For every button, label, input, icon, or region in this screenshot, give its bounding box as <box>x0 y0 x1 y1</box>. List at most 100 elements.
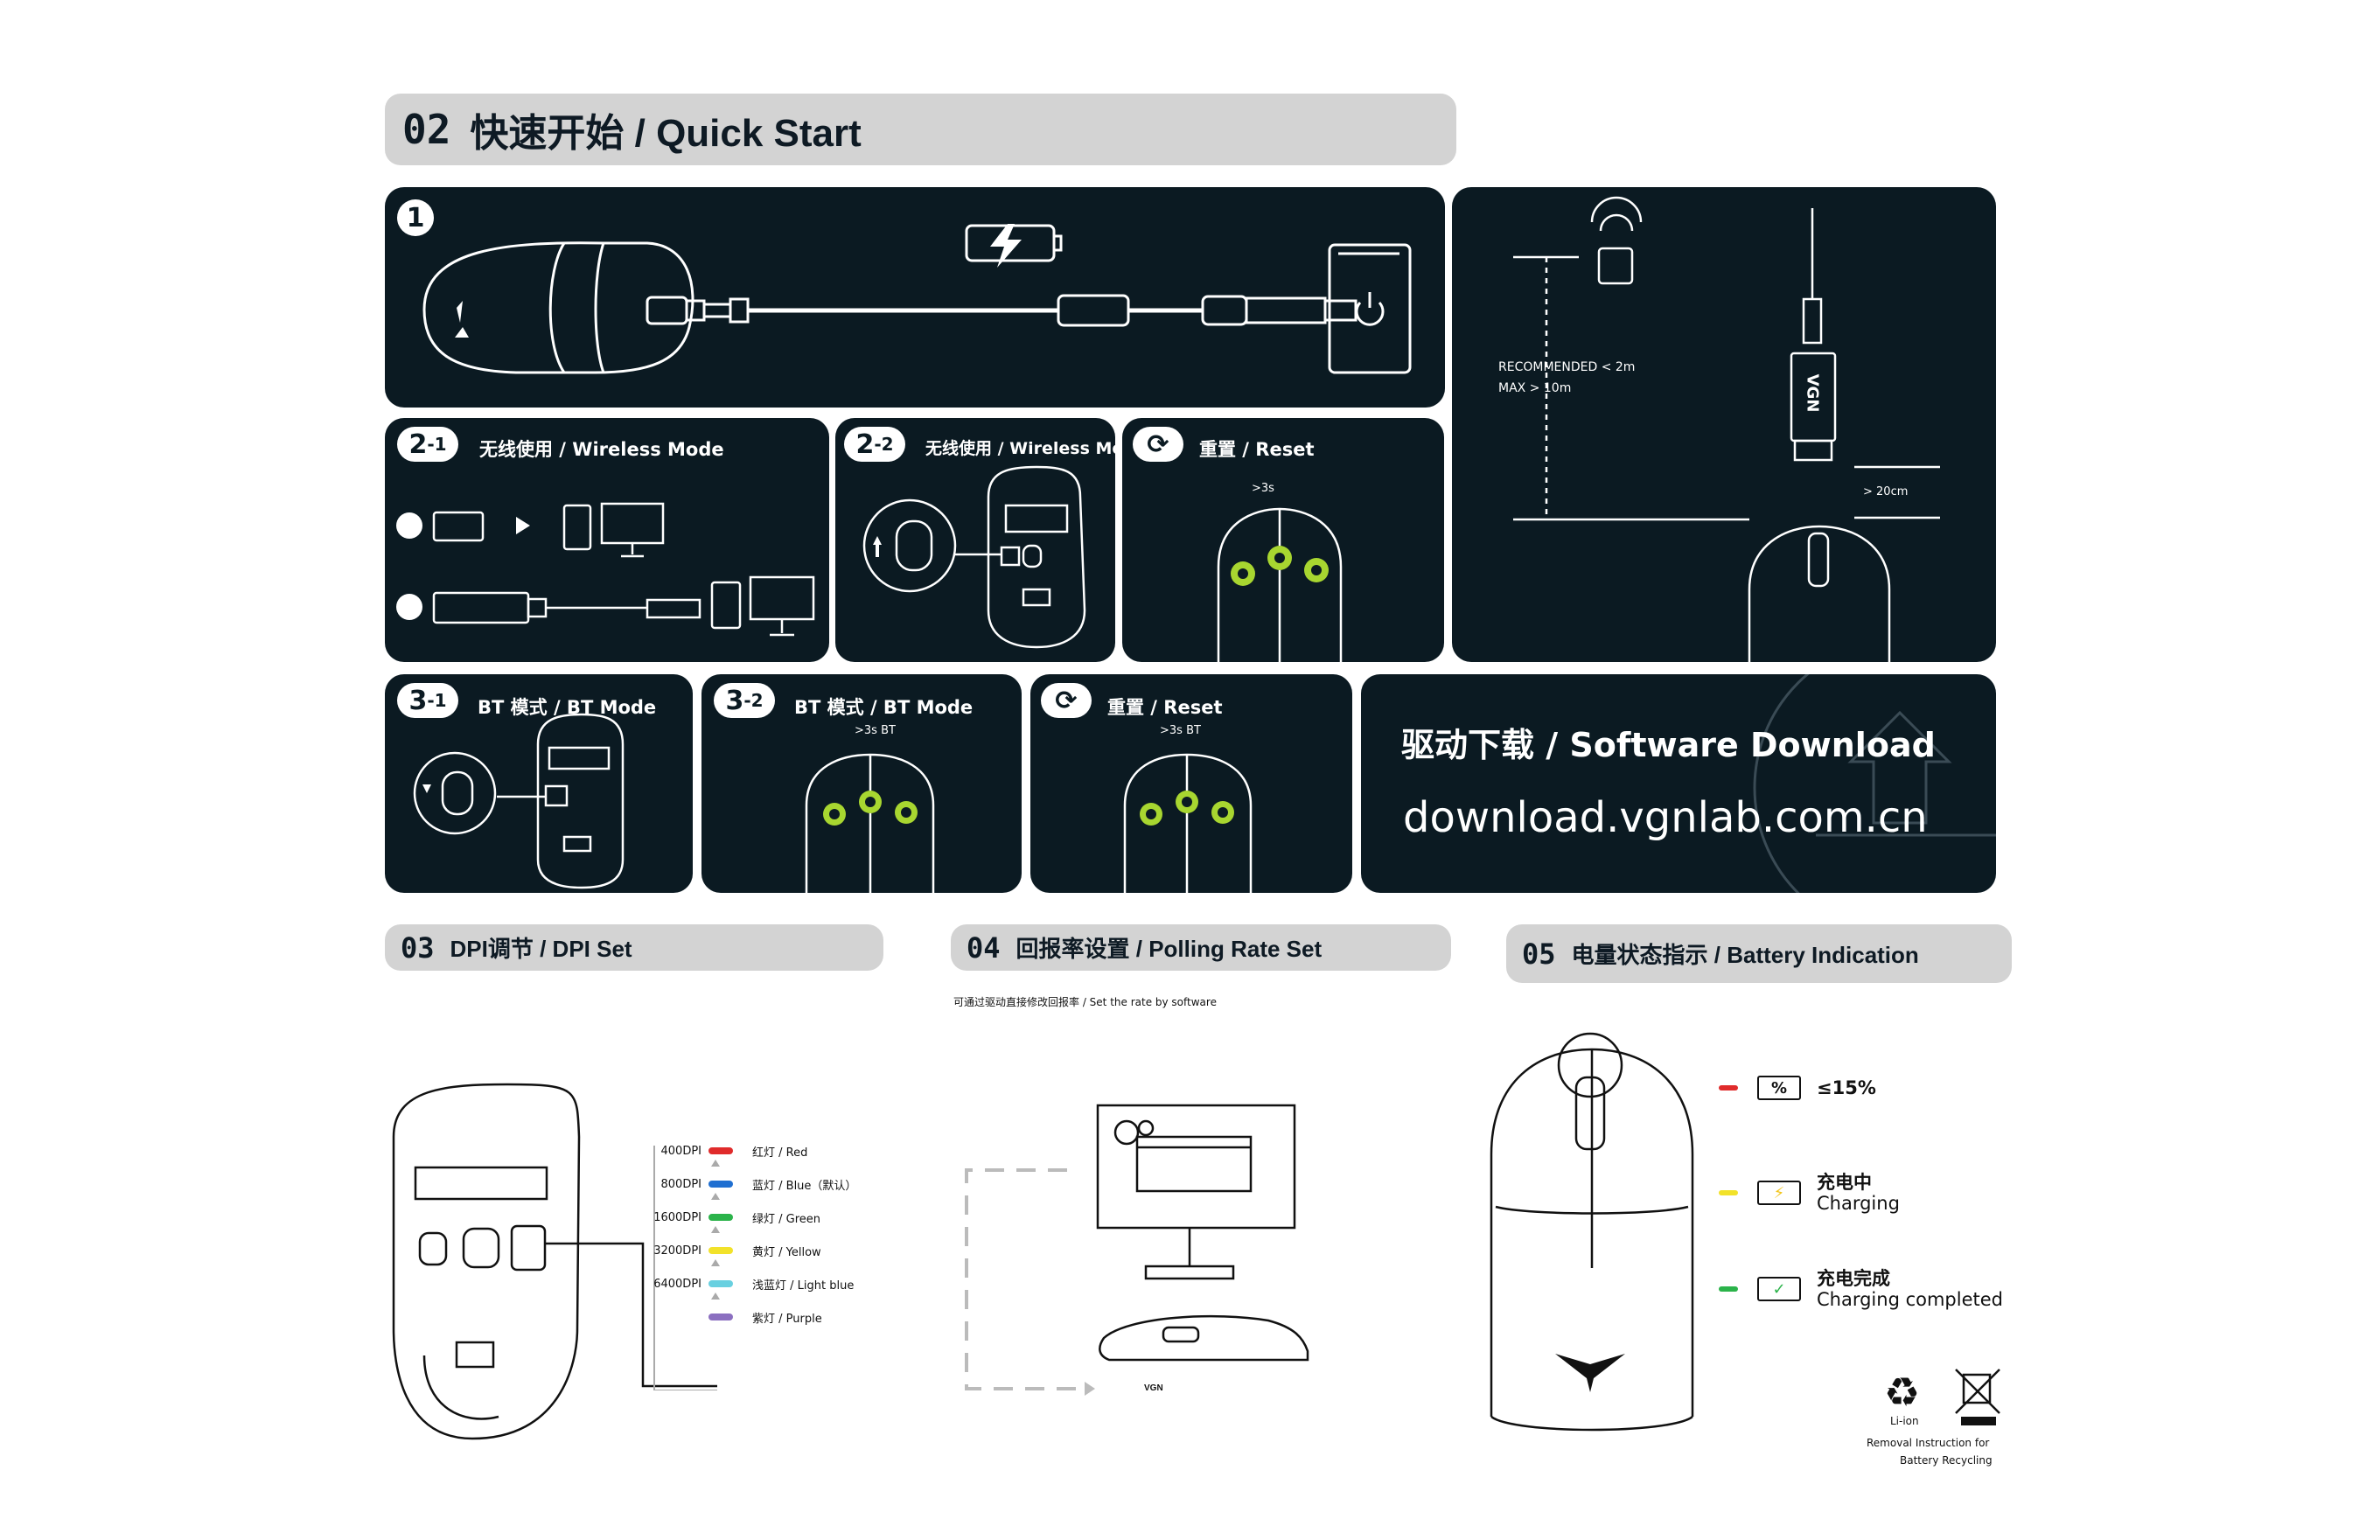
section-title: DPI调节 / DPI Set <box>450 936 632 962</box>
gap-distance: > 20cm <box>1863 485 1909 498</box>
mouse-logo: VGN <box>1144 1383 1163 1393</box>
dpi-header: 03 DPI调节 / DPI Set <box>385 924 883 971</box>
mouse-top-buttons-illustration <box>805 753 935 893</box>
led-color-swatch <box>1719 1085 1738 1091</box>
section-title: 快速开始 / Quick Start <box>470 112 862 155</box>
panel-reset-1: ⟳ 重置 / Reset >3s <box>1122 418 1444 662</box>
step-badge-number: 1 <box>406 202 425 233</box>
polling-header: 04 回报率设置 / Polling Rate Set <box>951 924 1451 971</box>
mouse-bottom-dpi-illustration <box>392 1083 717 1440</box>
panel-reset-2: ⟳ 重置 / Reset >3s BT <box>1030 674 1352 893</box>
led-color-label: 红灯 / Red <box>752 1146 808 1160</box>
dpi-level-row: 6400DPI 浅蓝灯 / Light blue <box>647 1275 854 1293</box>
badge-sub: -1 <box>427 434 447 455</box>
mouse-top-buttons-illustration <box>1123 753 1253 893</box>
panel-charging: 1 <box>385 187 1445 408</box>
battery-bolt-icon: ⚡ <box>1757 1181 1801 1205</box>
panel-title: BT 模式 / BT Mode <box>794 697 974 718</box>
section-number: 02 <box>402 106 451 153</box>
battery-state-label: ≤15% <box>1817 1077 1876 1098</box>
max-distance: MAX > 10m <box>1498 381 1572 395</box>
panel-wireless-2: 2-2 无线使用 / Wireless Mode <box>835 418 1115 662</box>
led-color-swatch <box>708 1214 733 1221</box>
battery-state-label-en: Charging completed <box>1817 1289 2004 1310</box>
polling-note: 可通过驱动直接修改回报率 / Set the rate by software <box>953 996 1217 1008</box>
software-title: 驱动下载 / Software Download <box>1401 726 1936 764</box>
panel-bt-2: 3-2 BT 模式 / BT Mode >3s BT <box>701 674 1022 893</box>
step-badge: 3-2 <box>714 683 775 718</box>
section-number: 03 <box>401 930 435 965</box>
led-color-label: 绿灯 / Green <box>752 1212 821 1226</box>
quick-start-header: 02 快速开始 / Quick Start <box>385 94 1456 165</box>
panel-title: 重置 / Reset <box>1107 697 1223 718</box>
led-color-swatch <box>708 1280 733 1287</box>
panel-wireless-1: 2-1 无线使用 / Wireless Mode <box>385 418 829 662</box>
led-color-label: 浅蓝灯 / Light blue <box>752 1279 855 1293</box>
mouse-top-battery-illustration <box>1490 1032 1694 1432</box>
hold-hint: >3s BT <box>1160 724 1201 737</box>
panel-title: 无线使用 / Wireless Mode <box>925 439 1115 458</box>
recycling-icons: ♻ <box>1884 1369 2000 1425</box>
battery-header: 05 电量状态指示 / Battery Indication <box>1506 924 2012 983</box>
battery-type: Li-ion <box>1890 1415 1919 1427</box>
download-arrow-icon <box>1753 674 1996 893</box>
section-number: 04 <box>967 930 1001 965</box>
badge-main: 3 <box>725 685 744 716</box>
reset-icon: ⟳ <box>1133 427 1183 462</box>
led-color-swatch <box>708 1314 733 1320</box>
led-color-swatch <box>1719 1286 1738 1292</box>
dpi-level-row: 1600DPI 绿灯 / Green <box>647 1209 820 1226</box>
download-url[interactable]: download.vgnlab.com.cn <box>1403 793 1928 842</box>
battery-state-label: 充电完成 <box>1817 1268 1890 1289</box>
badge-sub: -2 <box>743 690 764 711</box>
panel-title: 无线使用 / Wireless Mode <box>479 439 724 460</box>
mouse-bottom-switch-illustration <box>862 465 1086 649</box>
dpi-level-row: 紫灯 / Purple <box>647 1308 822 1326</box>
recommended-distance: RECOMMENDED < 2m <box>1498 360 1636 374</box>
dpi-value: 6400DPI <box>653 1277 701 1291</box>
battery-state-row: % ≤15% <box>1719 1076 1876 1100</box>
section-title: 回报率设置 / Polling Rate Set <box>1016 936 1323 962</box>
polling-software-illustration <box>965 1104 1309 1396</box>
distance-illustration <box>1513 196 1940 662</box>
dpi-value: 800DPI <box>660 1177 702 1191</box>
dpi-arrow-chain <box>653 1146 720 1390</box>
badge-main: 2 <box>855 429 875 460</box>
battery-%-icon: % <box>1757 1076 1801 1100</box>
dpi-value: 3200DPI <box>653 1244 701 1258</box>
hold-hint: >3s <box>1252 482 1274 495</box>
led-color-swatch <box>1719 1190 1738 1195</box>
dpi-level-row: 400DPI 红灯 / Red <box>647 1142 808 1160</box>
led-color-swatch <box>708 1181 733 1188</box>
dpi-level-row: 3200DPI 黄灯 / Yellow <box>647 1242 821 1259</box>
step-badge: 3-1 <box>397 683 458 718</box>
led-color-swatch <box>708 1147 733 1154</box>
reset-icon: ⟳ <box>1041 683 1092 718</box>
panel-bt-1: 3-1 BT 模式 / BT Mode <box>385 674 693 893</box>
dpi-value: 1600DPI <box>653 1210 701 1224</box>
panel-title: 重置 / Reset <box>1199 439 1315 460</box>
led-color-swatch <box>708 1247 733 1254</box>
battery-check-icon: ✓ <box>1757 1277 1801 1301</box>
recycling-line-1: Removal Instruction for <box>1867 1437 1990 1449</box>
dpi-level-row: 800DPI 蓝灯 / Blue（默认） <box>647 1175 857 1193</box>
hold-hint: >3s BT <box>855 724 896 737</box>
step-badge: 2-1 <box>397 427 458 462</box>
badge-main: 2 <box>408 429 428 460</box>
dpi-value: 400DPI <box>660 1144 702 1158</box>
section-number: 05 <box>1522 937 1556 971</box>
wireless-steps-illustration <box>396 502 815 637</box>
badge-sub: -1 <box>427 690 447 711</box>
badge-sub: -2 <box>874 434 894 455</box>
receiver-logo: VGN <box>1803 373 1822 413</box>
charging-illustration <box>422 224 1412 374</box>
badge-main: 3 <box>408 685 428 716</box>
panel-distance: RECOMMENDED < 2m MAX > 10m > 20cm VGN <box>1452 187 1996 662</box>
led-color-label: 黄灯 / Yellow <box>752 1245 821 1259</box>
mouse-top-buttons-illustration <box>1217 507 1343 662</box>
battery-state-label-en: Charging <box>1817 1193 1900 1214</box>
bt-switch-illustration <box>413 713 625 889</box>
led-color-label: 蓝灯 / Blue（默认） <box>752 1179 857 1193</box>
